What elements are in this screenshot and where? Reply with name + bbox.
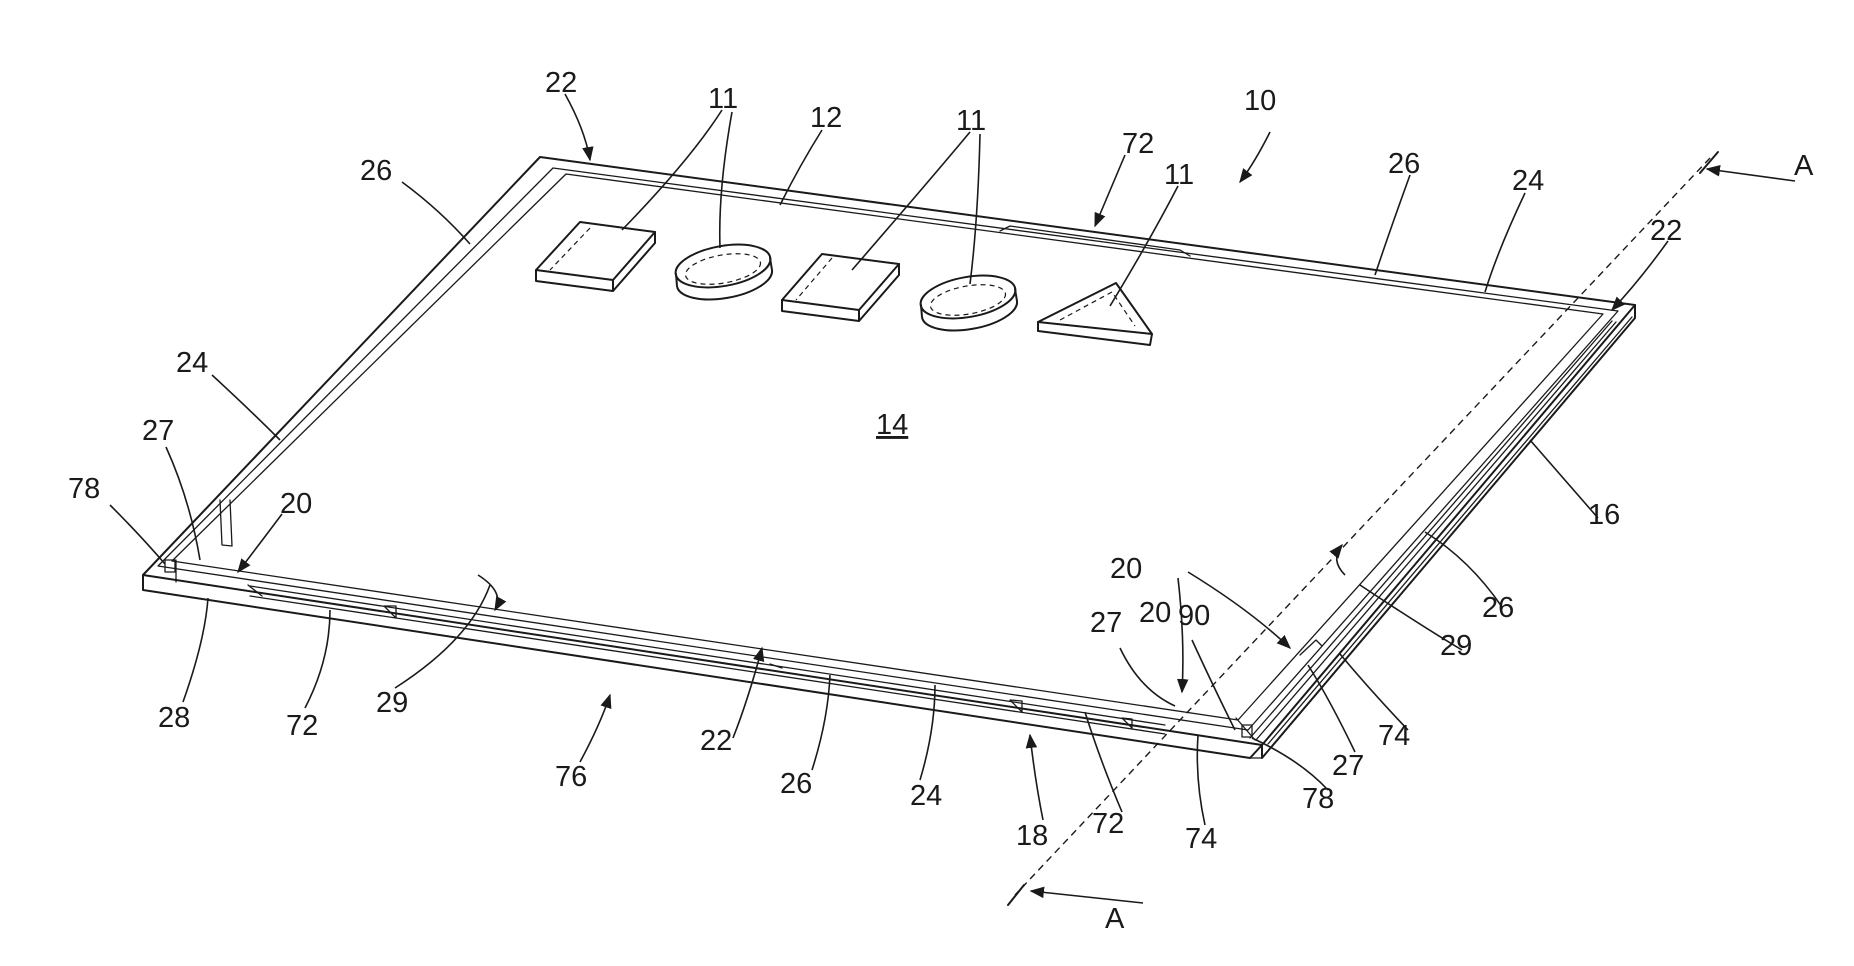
ref-20-b: 20: [1110, 553, 1142, 585]
ref-26-b: 26: [1388, 148, 1420, 180]
ref-29-b: 29: [1440, 630, 1472, 662]
tray-inner-rim: [158, 168, 1618, 730]
section-label-bottom: A: [1105, 903, 1125, 935]
triangle-pocket: [1038, 283, 1152, 345]
ref-24-c: 24: [910, 780, 942, 812]
ref-74-a: 74: [1185, 823, 1217, 855]
ref-78-a: 78: [68, 473, 100, 505]
ref-29-a: 29: [376, 687, 408, 719]
ref-24-b: 24: [176, 347, 208, 379]
ref-72-b: 72: [286, 710, 318, 742]
ref-27-c: 27: [1332, 750, 1364, 782]
ref-74-b: 74: [1378, 720, 1410, 752]
ref-26-a: 26: [360, 155, 392, 187]
ref-11-c: 11: [1164, 159, 1194, 191]
section-line-bottom-stub: [1008, 885, 1024, 905]
square-pocket-2: [782, 254, 899, 321]
right-wall-band-top: [1268, 317, 1632, 744]
ref-22-b: 22: [1650, 215, 1682, 247]
right-wall-band-inner: [1250, 321, 1612, 738]
ref-76: 76: [555, 761, 587, 793]
ref-26-d: 26: [780, 768, 812, 800]
ref-90: 90: [1178, 600, 1210, 632]
tray: [143, 157, 1635, 758]
oval-pocket-2: [917, 269, 1018, 330]
ref-78-b: 78: [1302, 783, 1334, 815]
ref-18: 18: [1016, 820, 1048, 852]
reference-numerals: 10 11 11 11 12 14 16 18 20 20 20 22 22 2…: [68, 67, 1682, 855]
ref-11-a: 11: [708, 83, 738, 115]
tray-floor-edge: [172, 174, 1603, 720]
ref-22-c: 22: [700, 725, 732, 757]
section-arrow-top: [1707, 169, 1795, 181]
ref-20-c: 20: [1139, 597, 1171, 629]
oval-pocket-1: [672, 238, 773, 299]
ref-14: 14: [876, 409, 908, 441]
ref-12: 12: [810, 102, 842, 134]
ref-11-b: 11: [956, 105, 986, 137]
square-pocket-1: [536, 222, 655, 291]
section-line: A A: [1008, 150, 1814, 935]
ref-20-a: 20: [280, 488, 312, 520]
ref-10: 10: [1244, 85, 1276, 117]
tray-outer-rim: [143, 157, 1635, 745]
section-label-top: A: [1794, 150, 1814, 182]
ref-24-a: 24: [1512, 165, 1544, 197]
ref-26-c: 26: [1482, 592, 1514, 624]
ref-22-a: 22: [545, 67, 577, 99]
ref-27-b: 27: [1090, 607, 1122, 639]
ref-72-a: 72: [1122, 128, 1154, 160]
ref-16: 16: [1588, 499, 1620, 531]
ref-28: 28: [158, 702, 190, 734]
section-arrow-bottom: [1031, 891, 1143, 903]
right-wall-band-inner-2: [1256, 322, 1616, 740]
ref-72-c: 72: [1092, 808, 1124, 840]
ref-27-a: 27: [142, 415, 174, 447]
